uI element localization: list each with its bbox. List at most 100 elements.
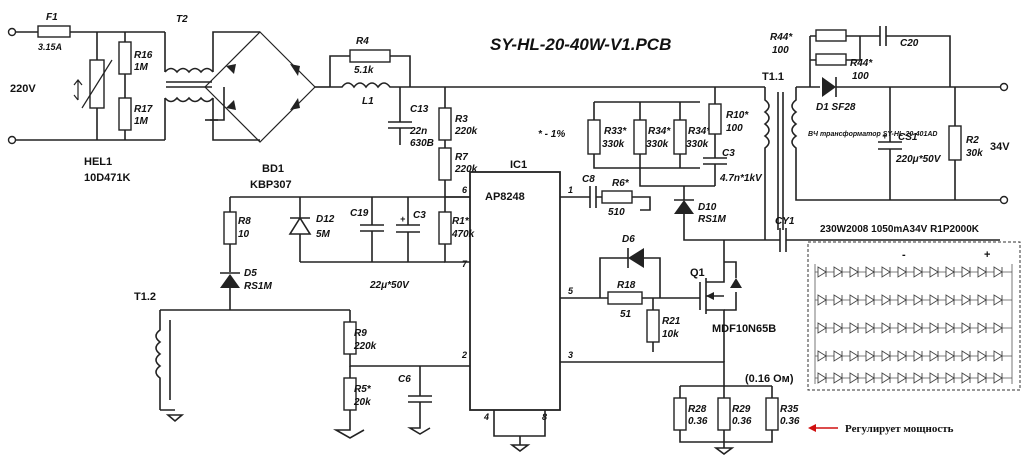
r21-ref: R21 <box>662 316 681 327</box>
resistor-r1 <box>438 211 452 245</box>
led-icon <box>897 322 907 334</box>
r16-ref: R16 <box>134 50 153 61</box>
ic-pin-4: 4 <box>483 412 489 422</box>
led-icon <box>993 372 1003 384</box>
sense-resistance: (0.16 Ом) <box>745 373 794 385</box>
led-board-plus: + <box>984 249 990 261</box>
r9-ref: R9 <box>354 328 367 339</box>
led-icon <box>977 372 987 384</box>
r9-value: 220k <box>353 341 377 352</box>
resistor-r44a <box>815 29 847 42</box>
cs1-ref: CS1 <box>898 132 918 143</box>
r7-value: 220k <box>454 164 478 175</box>
c6-ref: C6 <box>398 374 411 385</box>
r29-value: 0.36 <box>732 416 752 427</box>
r1-value: 470k <box>451 229 475 240</box>
input-voltage-label: 220V <box>10 83 36 95</box>
led-icon <box>993 266 1003 278</box>
r34-value: 330k <box>646 139 669 150</box>
resistor-r10 <box>708 103 722 135</box>
tolerance-note: * - 1% <box>538 129 565 140</box>
resistor-r34 <box>633 119 647 155</box>
led-icon <box>961 294 971 306</box>
c13-value2: 630B <box>410 138 434 149</box>
r8-ref: R8 <box>238 216 251 227</box>
resistor-r6 <box>601 190 633 204</box>
r2-ref: R2 <box>966 135 979 146</box>
r34b-ref: R34* <box>688 126 711 137</box>
resistor-r7 <box>438 147 452 181</box>
l1-ref: L1 <box>362 96 374 107</box>
ic-ap8248 <box>469 171 561 411</box>
transformer-ref: T1.1 <box>762 71 784 83</box>
cy1-ref: CY1 <box>775 216 795 227</box>
led-icon <box>929 322 939 334</box>
led-icon <box>993 322 1003 334</box>
r21-value: 10k <box>662 329 679 340</box>
led-icon <box>817 266 827 278</box>
annotation-text: Регулирует мощность <box>845 423 954 435</box>
mosfet-part: MDF10N65B <box>712 323 776 335</box>
led-icon <box>945 266 955 278</box>
r4-value: 5.1k <box>354 65 374 76</box>
ic-pin-5: 5 <box>568 286 574 296</box>
fuse-f1 <box>37 25 71 38</box>
led-icon <box>833 322 843 334</box>
resistor-r21 <box>646 309 660 343</box>
diode-d6 <box>628 248 644 268</box>
led-icon <box>849 266 859 278</box>
r34-ref: R34* <box>648 126 671 137</box>
led-icon <box>881 350 891 362</box>
ic-part: AP8248 <box>485 191 525 203</box>
fuse-ref: F1 <box>46 12 58 23</box>
inductor-l1 <box>330 82 410 89</box>
r3-ref: R3 <box>455 114 468 125</box>
led-icon <box>913 372 923 384</box>
resistor-r3 <box>438 107 452 141</box>
input-terminal-n <box>7 135 17 145</box>
ic-pin-7: 7 <box>462 259 468 269</box>
resistor-r17 <box>118 97 132 131</box>
schematic-title: SY-HL-20-40W-V1.PCB <box>490 35 671 54</box>
aux-winding-coil <box>155 310 162 410</box>
led-icon <box>945 350 955 362</box>
led-icon <box>961 350 971 362</box>
c20-ref: C20 <box>900 38 919 49</box>
led-icon <box>849 322 859 334</box>
r17-ref: R17 <box>134 104 153 115</box>
c19-ref: C19 <box>350 208 369 219</box>
led-icon <box>993 294 1003 306</box>
output-terminal-plus <box>999 82 1009 92</box>
led-icon <box>929 350 939 362</box>
r10-ref: R10* <box>726 110 749 121</box>
led-icon <box>833 266 843 278</box>
r6-value: 510 <box>608 207 625 218</box>
led-icon <box>977 294 987 306</box>
choke-t2-ref: T2 <box>176 14 188 25</box>
d5-value: RS1M <box>244 281 272 292</box>
fuse-value: 3.15A <box>38 42 62 52</box>
r28-ref: R28 <box>688 404 707 415</box>
led-icon <box>929 266 939 278</box>
d1-ref: D1 SF28 <box>816 102 856 113</box>
resistor-r44b <box>815 53 847 66</box>
r8-value: 10 <box>238 229 250 240</box>
resistor-r16 <box>118 41 132 75</box>
led-icon <box>961 322 971 334</box>
led-icon <box>881 322 891 334</box>
d12-ref: D12 <box>316 214 335 225</box>
led-icon <box>913 322 923 334</box>
c13-value: 22n <box>409 126 427 137</box>
led-icon <box>865 372 875 384</box>
led-icon <box>961 266 971 278</box>
led-icon <box>833 294 843 306</box>
transformer-t1-1 <box>763 87 1000 240</box>
diode-d5 <box>220 274 240 288</box>
led-icon <box>913 266 923 278</box>
led-icon <box>881 294 891 306</box>
r6-ref: R6* <box>612 178 630 189</box>
resistor-r28 <box>673 397 687 431</box>
diode-d10 <box>674 200 694 214</box>
led-icon <box>913 294 923 306</box>
